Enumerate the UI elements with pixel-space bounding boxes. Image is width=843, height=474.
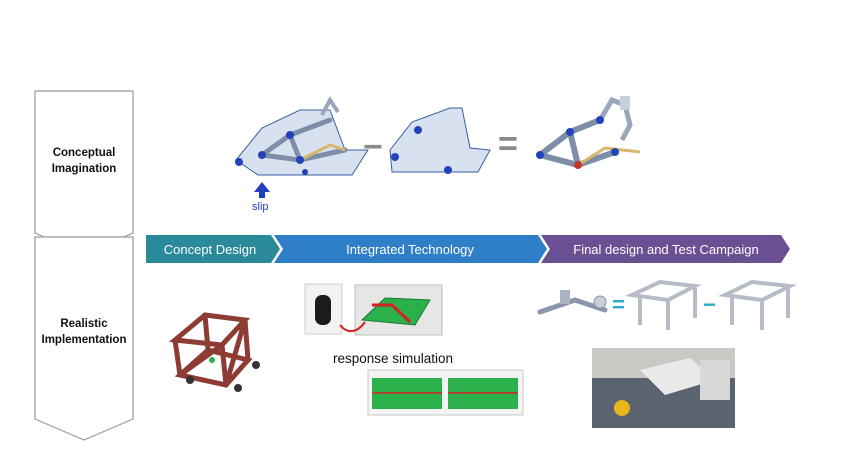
phase-label-concept-design: Concept Design — [164, 242, 257, 257]
stage-label-realistic: Realistic Implementation — [41, 318, 127, 346]
response-simulation-caption: response simulation — [333, 351, 454, 366]
phase-integrated-technology — [274, 235, 547, 263]
stage-label-conceptual: Conceptual Imagination — [51, 147, 117, 175]
stage-arrow-realistic — [34, 236, 134, 441]
phase-label-integrated-technology: Integrated Technology — [346, 242, 474, 257]
minus-symbol-final: − — [703, 292, 716, 317]
phase-concept-design — [146, 235, 280, 263]
phase-final-design — [541, 235, 790, 263]
minus-symbol-concept: − — [363, 128, 383, 166]
slip-label: slip — [252, 201, 269, 213]
phase-label-final-design: Final design and Test Campaign — [573, 242, 759, 257]
equals-symbol-final: = — [612, 292, 625, 317]
equals-symbol-concept: = — [498, 125, 518, 163]
